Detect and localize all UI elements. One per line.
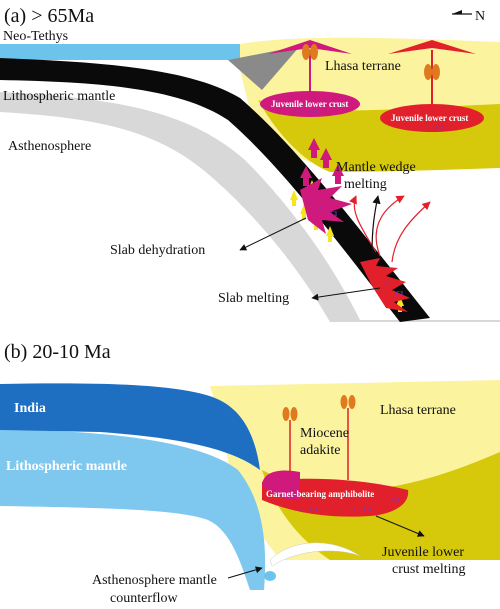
- juvenile-crust-right: Juvenile lower crust: [380, 40, 484, 132]
- lhasa-b-label: Lhasa terrane: [380, 403, 456, 418]
- slab-melting-label: Slab melting: [218, 291, 289, 306]
- asthenosphere-label: Asthenosphere: [8, 139, 91, 154]
- north-arrow-icon: N: [452, 9, 485, 24]
- asthenosphere-band: [0, 92, 500, 322]
- accretionary-wedge: [228, 46, 300, 90]
- slab-dehydration-label: Slab dehydration: [110, 243, 205, 258]
- juvenile-melting-pointer: [375, 515, 425, 537]
- marker-cl: Cl: [310, 506, 317, 514]
- juvenile-crust-left: Juvenile lower crust: [260, 40, 360, 117]
- garnet-amphibolite-body: Garnet-bearing amphibolite: [262, 470, 409, 517]
- slab-melting-pointer: [311, 287, 381, 301]
- panel-b: (b) 20-10 Ma India Lithospheric mantle L…: [0, 341, 500, 606]
- fluid-arrow: [371, 195, 381, 255]
- marker-f: F: [354, 506, 358, 514]
- juvenile-left-label: Juvenile lower crust: [271, 99, 348, 109]
- marker-cl: Cl: [310, 108, 317, 116]
- marker-cl: Cl: [436, 124, 443, 132]
- panel-a-title: (a) > 65Ma: [4, 5, 94, 27]
- slab-melt-spikes: [360, 258, 410, 312]
- counterflow-drop: [264, 571, 276, 581]
- volcano-icon: [424, 64, 440, 80]
- mantle-wedge-label: Mantle wedge melting: [336, 160, 419, 192]
- marker-cl: Cl: [330, 210, 337, 218]
- juvenile-right-label: Juvenile lower crust: [391, 113, 468, 123]
- juvenile-melting-label: Juvenile lower crust melting: [382, 545, 468, 577]
- marker-f: F: [386, 280, 390, 288]
- marker-f: F: [320, 204, 324, 212]
- panel-b-title: (b) 20-10 Ma: [4, 341, 111, 363]
- lhasa-label: Lhasa terrane: [325, 59, 401, 74]
- marker-cl: Cl: [396, 290, 403, 298]
- volcano-icon: [340, 395, 356, 480]
- miocene-label: Miocene adakite: [300, 426, 352, 458]
- counterflow-pointer: [227, 566, 263, 579]
- panel-a: (a) > 65Ma N Neo-Tethys Lithospheric man…: [0, 5, 500, 322]
- lith-mantle-b-label: Lithospheric mantle: [6, 459, 127, 474]
- india-plate: [0, 383, 260, 470]
- volcano-icon: [302, 44, 318, 60]
- lithospheric-mantle-b: [0, 430, 266, 590]
- marker-f: F: [426, 124, 430, 132]
- counterflow-arc: [269, 542, 361, 567]
- wedge-melt-spikes: [300, 178, 352, 234]
- garnet-label: Garnet-bearing amphibolite: [266, 489, 374, 499]
- neo-tethys-label: Neo-Tethys: [3, 29, 68, 44]
- lith-mantle-label: Lithospheric mantle: [3, 89, 115, 104]
- north-label: N: [475, 9, 485, 24]
- marker-cl: Cl: [364, 506, 371, 514]
- marker-f: F: [300, 506, 304, 514]
- neo-tethys-ocean: [0, 44, 300, 60]
- volcano-icon: [282, 407, 298, 474]
- marker-cl: Cl: [392, 496, 399, 504]
- india-label: India: [14, 401, 46, 416]
- dehydration-pointer: [239, 217, 307, 251]
- counterflow-label: Asthenosphere mantle counterflow: [92, 573, 220, 606]
- wedge-diapirs: [300, 138, 344, 186]
- marker-f: F: [300, 108, 304, 116]
